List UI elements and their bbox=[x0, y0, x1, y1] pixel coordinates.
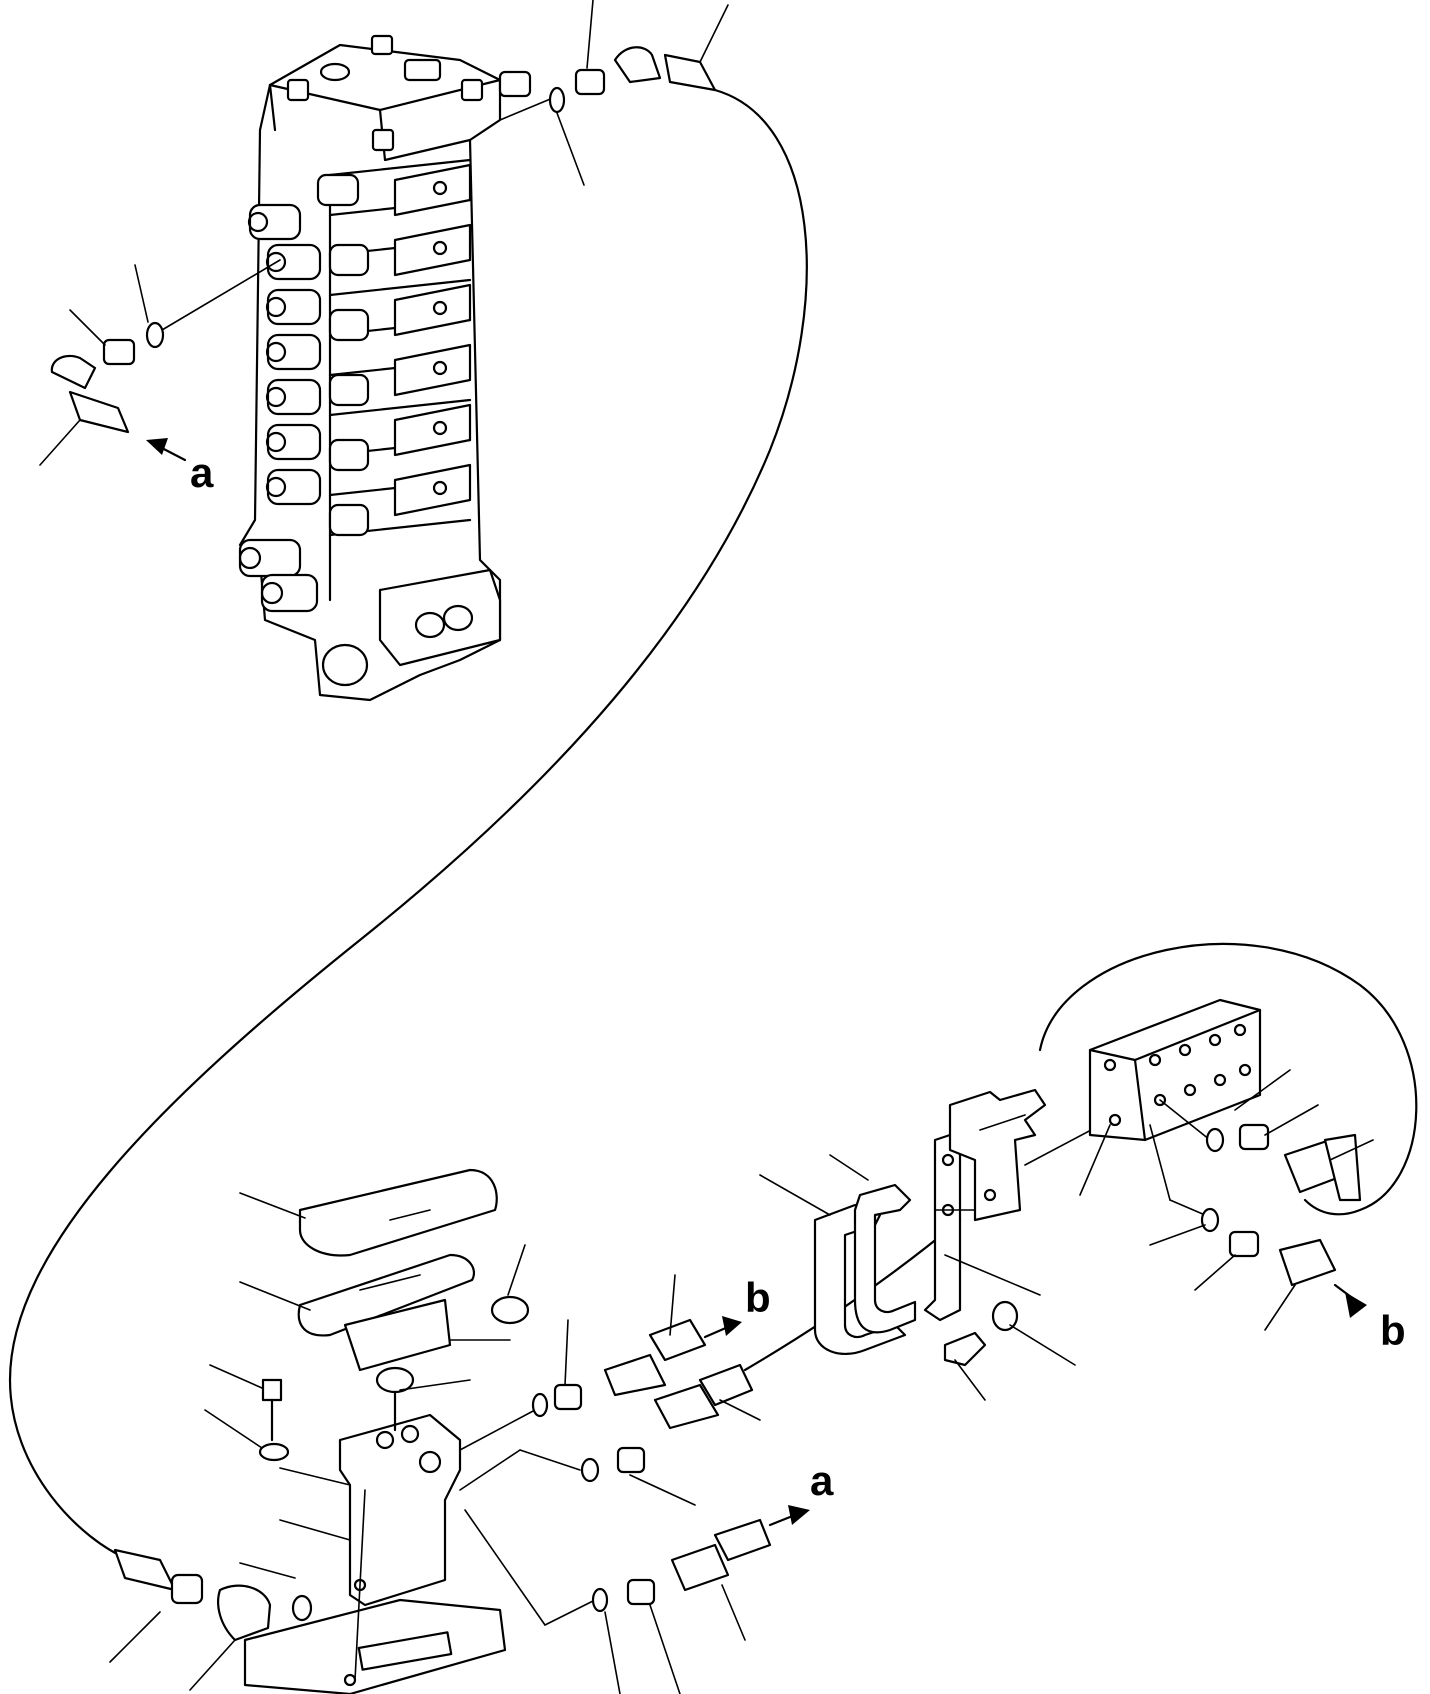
callout-a-bottom: a bbox=[810, 1457, 834, 1504]
callout-b-right: b bbox=[1380, 1307, 1406, 1354]
valve-plates-right bbox=[393, 163, 472, 517]
hose-end-top-left bbox=[68, 390, 130, 434]
elbow-top-right bbox=[613, 46, 662, 84]
manifold-loop-hose bbox=[1038, 942, 1418, 1216]
o-ring-bottom-left bbox=[291, 1594, 313, 1622]
top-left-fitting-group: a bbox=[39, 259, 281, 496]
chassis-section bbox=[948, 1088, 1111, 1222]
valve-base-block bbox=[321, 568, 502, 687]
manifold-fittings: b bbox=[1149, 1069, 1406, 1354]
hose-clamp bbox=[813, 1203, 907, 1355]
o-ring-top-left bbox=[145, 321, 165, 349]
top-bolts bbox=[286, 34, 532, 152]
hose-end-top-right bbox=[663, 53, 717, 92]
pedal-valve-assembly bbox=[243, 1168, 530, 1694]
adapter-top-right bbox=[574, 68, 606, 96]
bolt-left bbox=[261, 1378, 283, 1402]
nut-bottom-left bbox=[170, 1573, 204, 1605]
pedal-outlet-fittings: b a bbox=[459, 1218, 962, 1694]
callout-a-top: a bbox=[190, 449, 214, 496]
adapter-top-left bbox=[102, 338, 136, 366]
washer-bracket bbox=[991, 1300, 1019, 1332]
pedal-valve-body bbox=[338, 1413, 462, 1607]
valve-ports-left bbox=[238, 173, 370, 613]
o-ring-top-right bbox=[548, 86, 566, 114]
pedal-pad-upper bbox=[298, 1168, 498, 1257]
pedal-leader-lines bbox=[204, 1192, 526, 1579]
top-right-fitting-group bbox=[8, 0, 808, 1562]
pedal-pad-lower bbox=[297, 1253, 476, 1337]
hose-end-bottom-left bbox=[113, 1548, 177, 1592]
control-valve-assembly bbox=[238, 34, 532, 702]
mounting-bracket bbox=[923, 1133, 962, 1322]
manifold-block bbox=[1038, 942, 1418, 1216]
long-hose-valve-to-pedal bbox=[8, 88, 808, 1562]
elbow-top-left bbox=[50, 354, 97, 390]
nut-top bbox=[490, 1295, 530, 1325]
washer-left bbox=[258, 1442, 290, 1462]
clamp-and-bracket bbox=[759, 1133, 1076, 1401]
callout-b-top: b bbox=[745, 1274, 771, 1321]
pedal-inlet-fittings bbox=[109, 1548, 313, 1691]
bolt-bracket bbox=[943, 1331, 987, 1367]
elbow-bottom-left bbox=[217, 1584, 272, 1642]
